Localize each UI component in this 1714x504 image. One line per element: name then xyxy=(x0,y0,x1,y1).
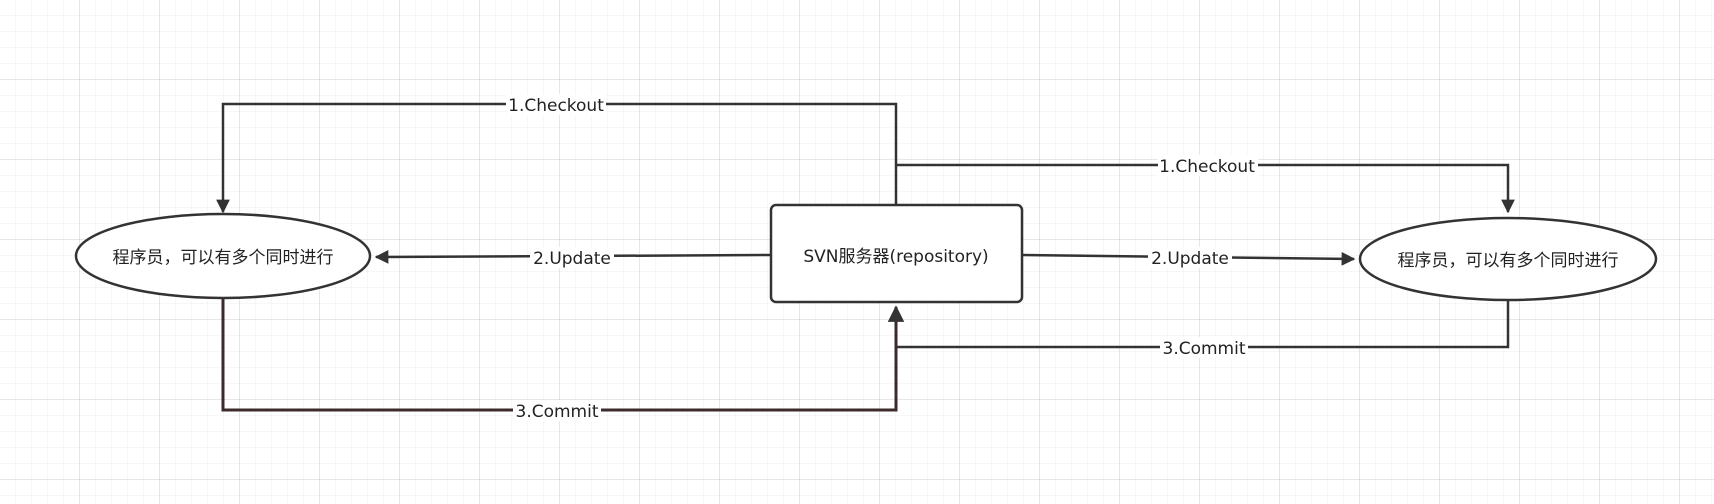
edge-label-checkout-right-text: 1.Checkout xyxy=(1159,157,1255,177)
node-right-programmer[interactable]: 程序员，可以有多个同时进行 xyxy=(1358,216,1658,302)
edge-label-checkout-left: 1.Checkout xyxy=(506,94,606,116)
node-left-programmer-label: 程序员，可以有多个同时进行 xyxy=(113,248,334,268)
edge-label-update-right-text: 2.Update xyxy=(1151,249,1229,269)
edge-label-commit-right: 3.Commit xyxy=(1160,337,1248,359)
edge-label-checkout-right: 1.Checkout xyxy=(1158,155,1258,177)
node-server-label: SVN服务器(repository) xyxy=(803,247,988,267)
edge-checkout-right[interactable] xyxy=(896,163,1515,214)
node-right-programmer-label: 程序员，可以有多个同时进行 xyxy=(1398,251,1619,271)
edge-label-commit-right-text: 3.Commit xyxy=(1163,339,1246,359)
node-left-programmer[interactable]: 程序员，可以有多个同时进行 xyxy=(74,212,372,300)
edge-label-update-left-text: 2.Update xyxy=(533,249,611,269)
edge-label-commit-left: 3.Commit xyxy=(513,400,601,422)
edge-commit-right[interactable] xyxy=(896,300,1510,349)
edge-label-update-left: 2.Update xyxy=(530,247,614,269)
edge-commit-left[interactable] xyxy=(221,298,905,412)
edge-label-update-right: 2.Update xyxy=(1148,247,1232,269)
edge-label-commit-left-text: 3.Commit xyxy=(516,402,599,422)
edge-label-checkout-left-text: 1.Checkout xyxy=(508,96,604,116)
edge-checkout-left[interactable] xyxy=(216,102,898,214)
node-server[interactable]: SVN服务器(repository) xyxy=(769,203,1024,304)
